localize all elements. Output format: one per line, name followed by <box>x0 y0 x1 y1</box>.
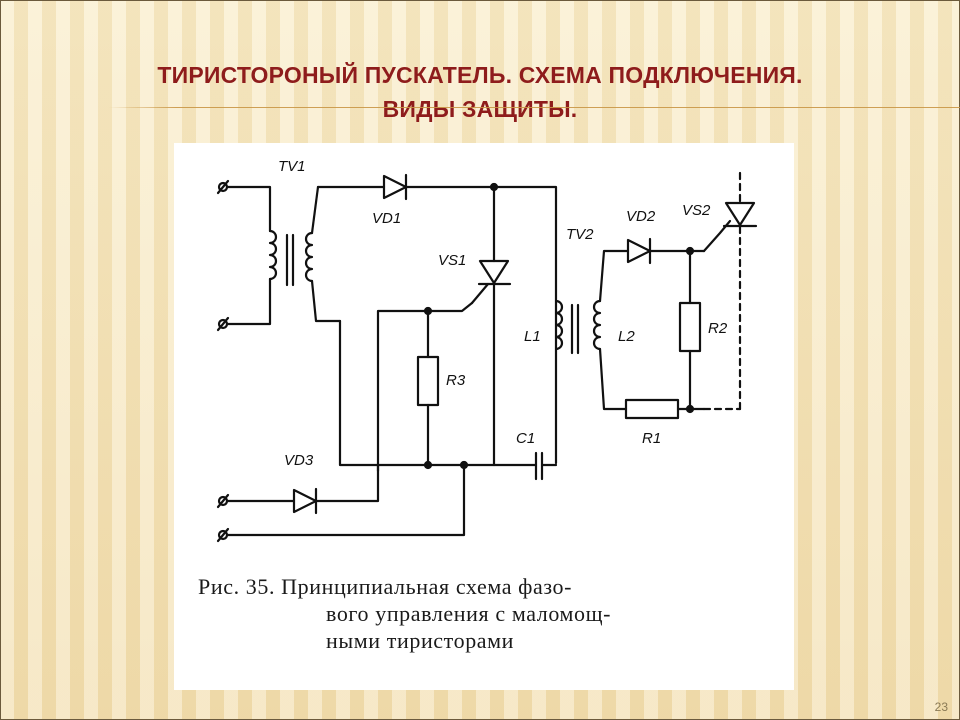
wire-gate-bus <box>376 301 474 473</box>
wire-vd3-out <box>314 463 380 503</box>
diode-vd1 <box>382 173 408 201</box>
circuit-figure: TV1 VD1 VS1 R3 VD3 C1 TV2 VD2 VS2 L1 L2 … <box>174 143 794 690</box>
wire-tv2-bottom <box>598 347 628 411</box>
label-vd1: VD1 <box>372 210 401 227</box>
diode-vd2 <box>626 237 652 265</box>
thyristor-vs1 <box>470 259 512 305</box>
caption-line-1: Рис. 35. Принципиальная схема фазо- <box>198 574 573 599</box>
caption-line-2: вого управления с маломощ- <box>326 601 612 626</box>
transformer-tv2 <box>554 299 602 355</box>
label-r2: R2 <box>708 320 728 337</box>
label-vd2: VD2 <box>626 208 656 225</box>
page-number: 23 <box>934 700 948 714</box>
label-r1: R1 <box>642 430 661 447</box>
label-r3: R3 <box>446 372 466 389</box>
title-line-1: ТИРИСТОРОНЫЙ ПУСКАТЕЛЬ. СХЕМА ПОДКЛЮЧЕНИ… <box>157 62 803 88</box>
junction-bottom-left <box>423 460 433 470</box>
resistor-r2 <box>678 301 702 353</box>
wire-tv2-top <box>598 249 630 303</box>
capacitor-c1 <box>534 451 544 481</box>
label-vd3: VD3 <box>284 452 314 469</box>
resistor-r3 <box>416 355 440 407</box>
resistor-r1 <box>624 398 680 420</box>
label-tv1: TV1 <box>278 158 306 175</box>
label-c1: C1 <box>516 430 535 447</box>
wire-top-bus-right <box>404 185 558 465</box>
slide-title: ТИРИСТОРОНЫЙ ПУСКАТЕЛЬ. СХЕМА ПОДКЛЮЧЕНИ… <box>80 58 880 126</box>
caption-line-3: ными тиристорами <box>326 628 515 653</box>
label-l2: L2 <box>618 328 635 345</box>
title-divider <box>108 107 960 108</box>
label-tv2: TV2 <box>566 226 594 243</box>
label-l1: L1 <box>524 328 541 345</box>
title-line-2: ВИДЫ ЗАЩИТЫ. <box>382 96 578 122</box>
transformer-tv1 <box>225 185 342 326</box>
label-vs2: VS2 <box>682 202 711 219</box>
circuit-schematic: TV1 VD1 VS1 R3 VD3 C1 TV2 VD2 VS2 L1 L2 … <box>216 158 758 543</box>
figure-caption: Рис. 35. Принципиальная схема фазо- вого… <box>198 573 788 654</box>
wire-tv1-return <box>338 319 538 467</box>
wire-lowest <box>225 463 466 537</box>
diode-vd3 <box>292 487 318 515</box>
junction-r1 <box>685 404 695 414</box>
label-vs1: VS1 <box>438 252 466 269</box>
